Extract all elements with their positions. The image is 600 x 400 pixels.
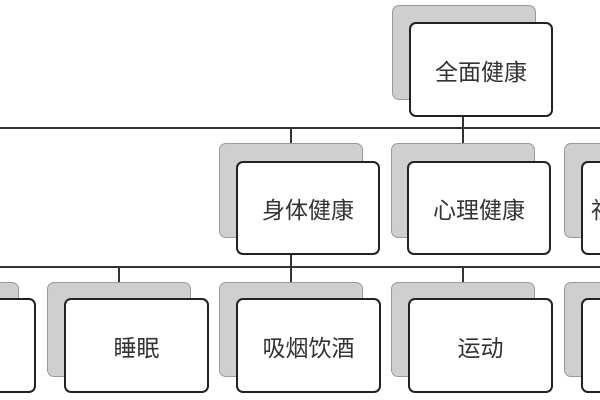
connector-body-down	[290, 254, 292, 267]
left-partial-node	[0, 298, 36, 393]
exercise-node: 运动	[408, 298, 553, 393]
connector-to-sleep	[118, 267, 120, 283]
connector-to-mental-health	[462, 128, 464, 144]
connector-level2-bus	[0, 127, 600, 129]
mental-health-node: 心理健康	[407, 161, 551, 255]
smoking-drinking-node: 吸烟饮酒	[236, 298, 381, 393]
connector-to-exercise	[462, 267, 464, 283]
connector-to-smoking	[290, 267, 292, 283]
connector-level3-bus	[0, 266, 600, 268]
sleep-node: 睡眠	[64, 298, 209, 393]
body-health-node: 身体健康	[236, 161, 380, 255]
connector-to-body-health	[290, 128, 292, 144]
root-node: 全面健康	[409, 22, 553, 117]
social-health-node: 社会健康	[581, 161, 600, 255]
connector-root-down	[462, 115, 464, 128]
right-partial-node	[581, 298, 600, 393]
